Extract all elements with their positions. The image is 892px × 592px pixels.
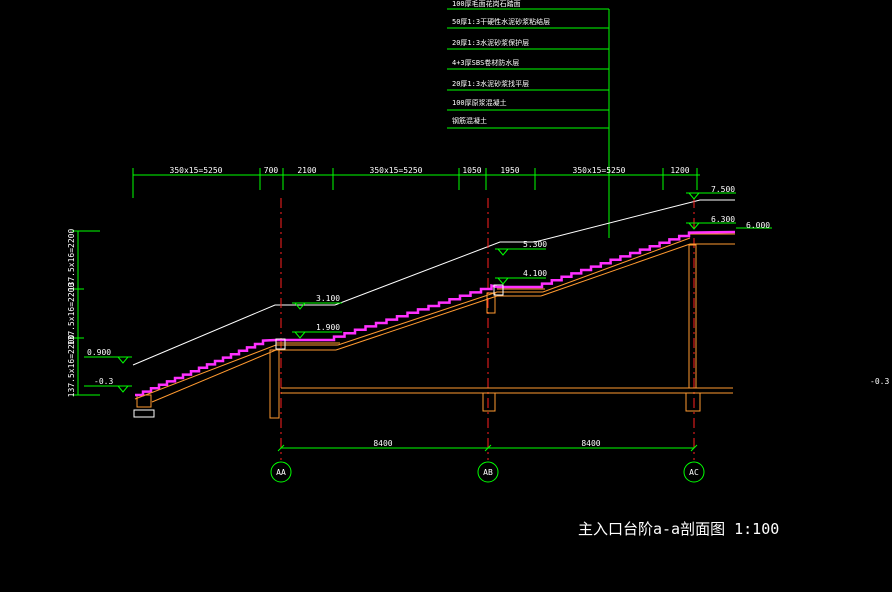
dimension-text: 350x15=5250 (370, 166, 423, 175)
left-dimension-chain (72, 230, 100, 396)
stair-run-3 (497, 230, 736, 289)
footing-base (133, 409, 155, 418)
layer-note: 钢筋混凝土 (452, 116, 487, 125)
elevation-labels: 7.500 6.300 6.000 5.300 4.100 3.100 1.90… (87, 185, 889, 386)
layer-note: 20厚1:3水泥砂浆找平层 (452, 79, 529, 88)
drawing-title: 主入口台阶a-a剖面图 1:100 (578, 520, 779, 538)
landing-detail (275, 338, 286, 350)
axis-label: AB (483, 468, 493, 477)
axis-bubble (270, 461, 292, 483)
layer-notes: 100厚毛面花岗石踏面 50厚1:3干硬性水泥砂浆粘结层 20厚1:3水泥砂浆保… (452, 0, 550, 125)
axis-lines (280, 198, 695, 460)
dimension-text: 137.5x16=2200 (67, 229, 76, 292)
layer-note: 4+3厚SBS卷材防水层 (452, 58, 519, 67)
stair-run-2 (276, 283, 498, 342)
axis-bubbles: AA AB AC (270, 461, 705, 483)
axis-label: AC (689, 468, 699, 477)
dimension-text: 350x15=5250 (170, 166, 223, 175)
dimension-text: 2100 (297, 166, 316, 175)
elevation-label: 1.900 (316, 323, 340, 332)
bottom-dimension-chain (277, 444, 698, 452)
dimension-text: 1950 (500, 166, 519, 175)
elevation-label: 3.100 (316, 294, 340, 303)
top-dimensions: 350x15=5250 700 2100 350x15=5250 1050 19… (170, 166, 690, 175)
axis-label: AA (276, 468, 286, 477)
dimension-text: 8400 (373, 439, 392, 448)
left-dimensions: 137.5x16=2200 137.5x16=2200 137.5x16=220… (67, 229, 76, 398)
dimension-text: 1200 (670, 166, 689, 175)
layer-note: 100厚毛面花岗石踏面 (452, 0, 521, 8)
elevation-label: 0.900 (87, 348, 111, 357)
structure (136, 233, 735, 419)
stairs (134, 230, 736, 400)
axis-bubble (683, 461, 705, 483)
dimension-text: 350x15=5250 (573, 166, 626, 175)
dimension-text: 700 (264, 166, 279, 175)
top-dimension-chain (132, 168, 700, 198)
stair-run-1 (135, 338, 277, 397)
dimension-text: 137.5x16=2200 (67, 283, 76, 346)
elevation-label: 7.500 (711, 185, 735, 194)
elevation-marks (84, 192, 772, 393)
dimension-text: 8400 (581, 439, 600, 448)
layer-note: 50厚1:3干硬性水泥砂浆粘结层 (452, 17, 550, 26)
elevation-label: 6.300 (711, 215, 735, 224)
dimension-text: 137.5x16=2200 (67, 335, 76, 398)
dimension-text: 1050 (462, 166, 481, 175)
landing-detail (493, 284, 504, 296)
upper-reference-line (132, 199, 735, 366)
elevation-label: 6.000 (746, 221, 770, 230)
elevation-label: 5.300 (523, 240, 547, 249)
layer-note: 20厚1:3水泥砂浆保护层 (452, 38, 529, 47)
elevation-label: -0.3 (94, 377, 113, 386)
axis-bubble (477, 461, 499, 483)
stair-outline (134, 237, 691, 400)
layer-notes-leader (447, 8, 610, 238)
elevation-label: 4.100 (523, 269, 547, 278)
layer-note: 100厚原浆混凝土 (452, 98, 507, 107)
elevation-label: -0.3 (870, 377, 889, 386)
